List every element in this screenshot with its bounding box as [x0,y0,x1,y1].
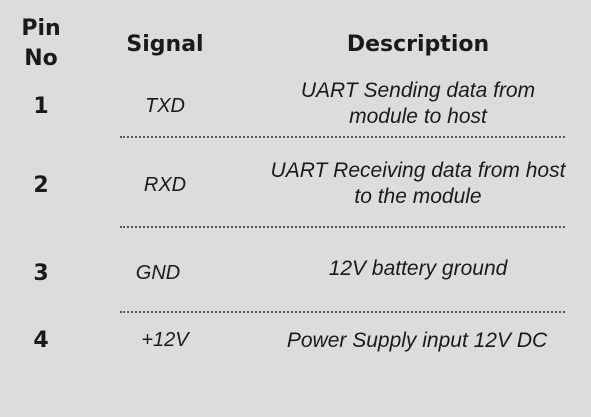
row-divider [120,311,565,313]
pin-number: 1 [33,94,49,119]
pin-description: Power Supply input 12V DC [286,329,548,352]
pin-description: UART Sending data from module to host [300,79,536,128]
signal-name: +12V [141,329,189,351]
pin-number: 4 [33,328,49,353]
row-divider [120,226,565,228]
row-divider [120,136,565,138]
pin-number: 3 [33,261,49,286]
pin-description: UART Receiving data from host to the mod… [270,159,566,208]
signal-name: TXD [145,95,185,117]
signal-name: GND [135,262,181,284]
header-description: Description [346,32,490,57]
header-pin-no: Pin No [21,16,61,71]
header-signal: Signal [126,32,204,57]
signal-name: RXD [143,174,187,196]
pin-description: 12V battery ground [328,257,508,280]
pin-number: 2 [33,173,49,198]
